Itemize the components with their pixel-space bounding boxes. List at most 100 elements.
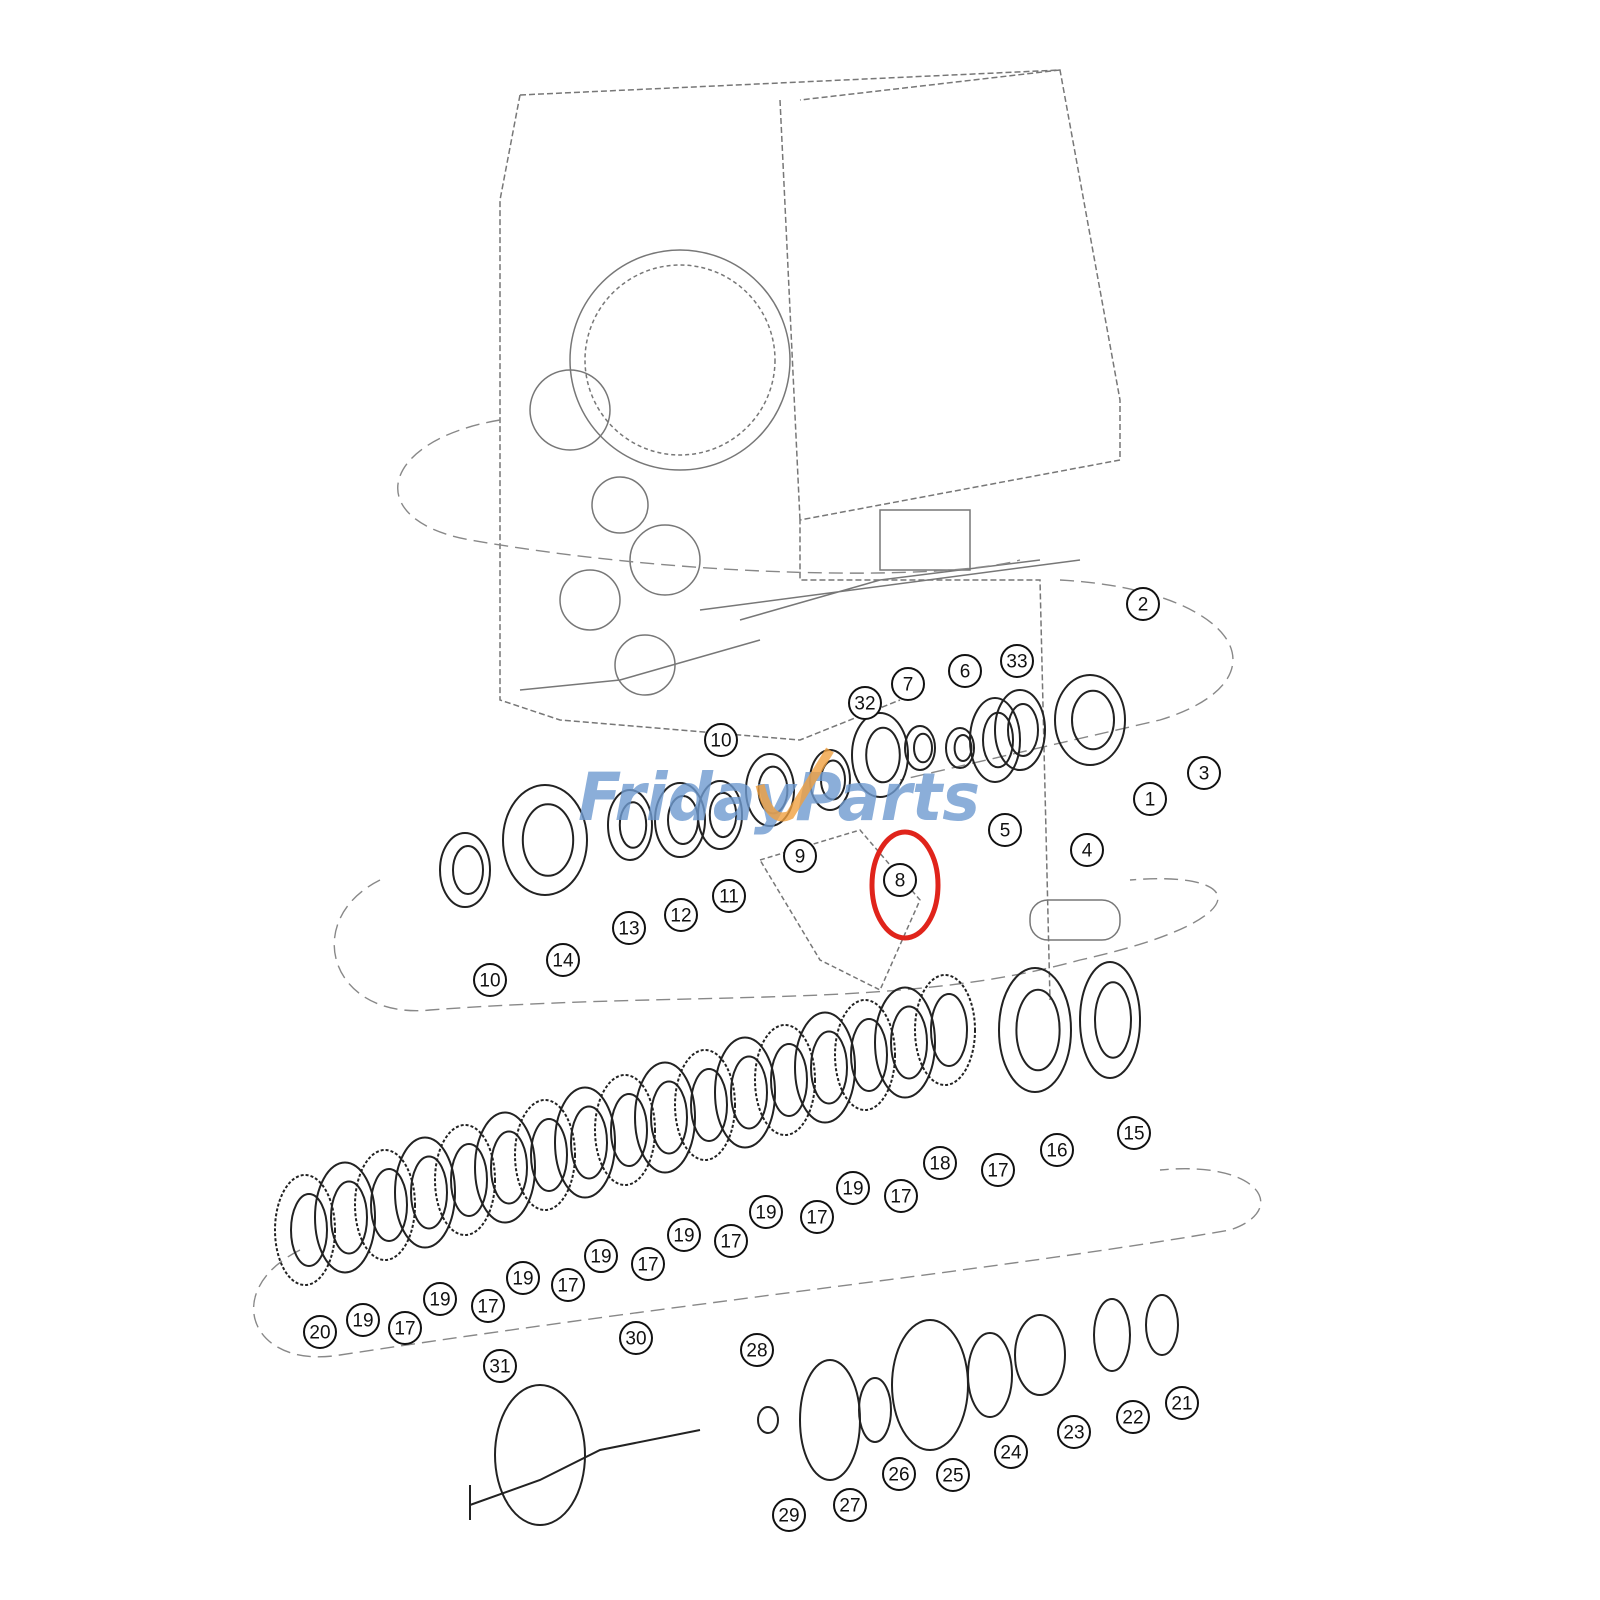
callout-7: 7 [891, 667, 925, 701]
callout-19: 19 [346, 1303, 380, 1337]
callout-circle [551, 1268, 585, 1302]
part-ring [967, 1332, 1013, 1418]
callout-number: 16 [1046, 1141, 1067, 1162]
callout-number: 19 [429, 1290, 450, 1311]
callout-number: 19 [755, 1203, 776, 1224]
callout-number: 17 [637, 1255, 658, 1276]
clutch-disc [914, 974, 976, 1086]
part-ring [439, 832, 491, 908]
clutch-disc [394, 1136, 456, 1249]
callout-number: 19 [842, 1179, 863, 1200]
callout-number: 17 [806, 1208, 827, 1229]
clutch-disc [754, 1024, 816, 1136]
callout-circle [891, 667, 925, 701]
callout-number: 9 [795, 847, 806, 868]
callout-15: 15 [1117, 1116, 1151, 1150]
part-ring [851, 712, 909, 798]
callout-circle [1117, 1116, 1151, 1150]
callout-20: 20 [303, 1315, 337, 1349]
callout-number: 6 [960, 662, 971, 683]
part-ring-inner [1007, 703, 1039, 757]
callout-9: 9 [783, 839, 817, 873]
callout-number: 18 [929, 1154, 950, 1175]
callout-number: 26 [888, 1465, 909, 1486]
callout-circle [884, 1179, 918, 1213]
callout-2: 2 [1126, 587, 1160, 621]
part-ring [858, 1377, 892, 1443]
callout-23: 23 [1057, 1415, 1091, 1449]
clutch-disc-inner [730, 1055, 768, 1130]
callout-number: 17 [720, 1232, 741, 1253]
callout-19: 19 [836, 1171, 870, 1205]
part-ring-inner [953, 734, 973, 762]
clutch-disc [514, 1099, 576, 1211]
callout-26: 26 [882, 1457, 916, 1491]
callout-3: 3 [1187, 756, 1221, 790]
clutch-disc-inner [650, 1080, 688, 1155]
part-ring-inner [452, 844, 484, 896]
clutch-disc [434, 1124, 496, 1236]
callout-17: 17 [631, 1247, 665, 1281]
watermark-logo: FridayParts [578, 759, 980, 836]
part-ring [904, 725, 936, 771]
part-ring [891, 1319, 969, 1451]
callout-22: 22 [1116, 1400, 1150, 1434]
clutch-disc [874, 986, 936, 1099]
callout-circle [1187, 756, 1221, 790]
part-ring-inner [521, 803, 575, 877]
callout-circle [1057, 1415, 1091, 1449]
callout-number: 25 [942, 1466, 963, 1487]
callout-17: 17 [471, 1289, 505, 1323]
callout-number: 30 [625, 1329, 646, 1350]
parts [274, 674, 1179, 1526]
callout-circle [303, 1315, 337, 1349]
callout-14: 14 [546, 943, 580, 977]
callout-25: 25 [936, 1458, 970, 1492]
callout-circle [800, 1200, 834, 1234]
callout-number: 17 [477, 1297, 498, 1318]
callout-number: 17 [987, 1161, 1008, 1182]
clutch-disc [714, 1036, 776, 1149]
clutch-disc-inner [290, 1193, 328, 1267]
clutch-disc [594, 1074, 656, 1186]
callout-number: 11 [719, 887, 739, 908]
callout-19: 19 [584, 1239, 618, 1273]
part-ring [1145, 1294, 1179, 1356]
callout-circle [772, 1498, 806, 1532]
callout-circle [833, 1488, 867, 1522]
callout-circle [848, 686, 882, 720]
callout-circle [712, 879, 746, 913]
part-ring [799, 1359, 861, 1481]
callout-circle [1000, 644, 1034, 678]
callout-number: 31 [489, 1357, 510, 1378]
callout-circle [948, 654, 982, 688]
part-ring-inner [865, 726, 901, 784]
part-ring-inner [1015, 988, 1061, 1072]
callout-number: 4 [1082, 841, 1093, 862]
callout-circle [483, 1349, 517, 1383]
callout-33: 33 [1000, 644, 1034, 678]
callout-6: 6 [948, 654, 982, 688]
clutch-disc-inner [370, 1168, 408, 1242]
part-ring [745, 753, 795, 827]
callout-31: 31 [483, 1349, 517, 1383]
part-ring-inner [820, 759, 846, 801]
part-ring [757, 1406, 779, 1434]
callout-number: 22 [1122, 1408, 1143, 1429]
callout-number: 2 [1138, 595, 1149, 616]
callout-30: 30 [619, 1321, 653, 1355]
callout-19: 19 [667, 1218, 701, 1252]
part-ring-inner [1094, 981, 1132, 1059]
callout-circle [988, 813, 1022, 847]
callout-circle [994, 1435, 1028, 1469]
part-ring [1014, 1314, 1066, 1396]
callout-circle [471, 1289, 505, 1323]
callout-circle [923, 1146, 957, 1180]
clutch-disc-inner [530, 1118, 568, 1192]
callout-21: 21 [1165, 1386, 1199, 1420]
callout-5: 5 [988, 813, 1022, 847]
part-ring [1093, 1298, 1131, 1372]
callout-circle [836, 1171, 870, 1205]
callout-17: 17 [981, 1153, 1015, 1187]
callout-28: 28 [740, 1333, 774, 1367]
